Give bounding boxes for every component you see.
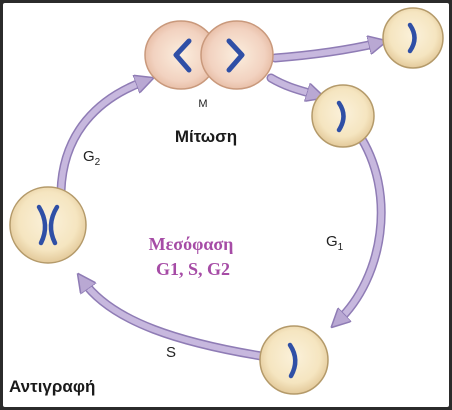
chromosome-right	[226, 38, 245, 73]
label-g1: G1	[326, 233, 344, 253]
daughter-cell-top	[382, 7, 444, 69]
cell-cycle-diagram: M Μίτωση G2 G1 S Μεσόφαση G1, S, G2 Αντι…	[9, 7, 444, 396]
diagram-frame: M Μίτωση G2 G1 S Μεσόφαση G1, S, G2 Αντι…	[3, 3, 449, 407]
label-m: M	[198, 98, 207, 110]
cycle-arrows	[56, 43, 381, 361]
interphase-title: Μεσόφαση	[149, 234, 234, 254]
chromatid-b	[48, 204, 60, 246]
s-phase-cell	[259, 325, 329, 395]
g1-cell	[311, 84, 375, 148]
chromatid-a	[36, 204, 48, 246]
replicated-cell	[9, 186, 87, 264]
chromosome-left	[173, 38, 192, 73]
interphase-phases: G1, S, G2	[156, 259, 230, 279]
dividing-cell	[144, 20, 274, 90]
label-g2: G2	[83, 148, 101, 168]
label-s: S	[166, 344, 176, 361]
chromosome-single	[407, 22, 417, 54]
chromosome-single	[287, 342, 298, 379]
label-replication: Αντιγραφή	[9, 377, 95, 396]
chromosome-single	[336, 100, 346, 133]
label-mitosis: Μίτωση	[175, 127, 237, 146]
